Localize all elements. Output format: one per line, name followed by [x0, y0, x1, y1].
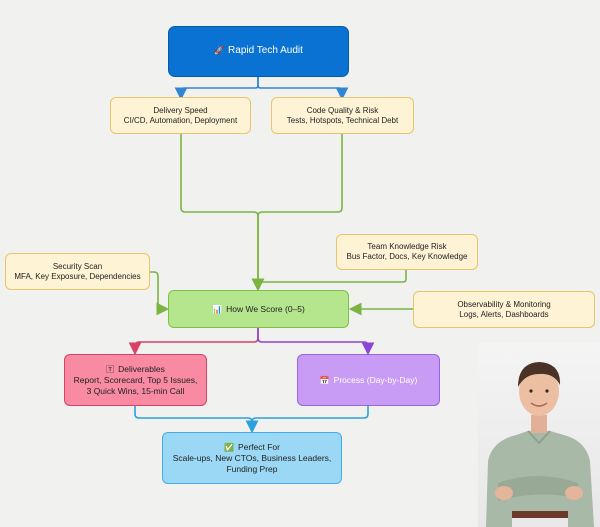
person-photo — [478, 343, 600, 527]
edge-score-process — [257, 328, 375, 356]
edge-deliverables-perfect — [134, 406, 259, 434]
node-subtitle: Logs, Alerts, Dashboards — [459, 309, 549, 319]
edge-audit-quality — [257, 77, 349, 101]
node-subtitle: Scale-ups, New CTOs, Business Leaders, F… — [172, 452, 332, 474]
edge-score-deliverables — [128, 328, 259, 356]
node-perfect-for: ✅Perfect For Scale-ups, New CTOs, Busine… — [162, 432, 342, 484]
rocket-icon: 🚀 — [214, 46, 225, 56]
node-subtitle: CI/CD, Automation, Deployment — [123, 115, 238, 125]
node-title: Security Scan — [52, 261, 103, 271]
node-title: Rapid Tech Audit — [228, 45, 303, 57]
edge-quality-score — [251, 134, 343, 292]
calendar-icon: 📅 — [319, 375, 330, 385]
edge-audit-delivery — [174, 77, 259, 101]
node-process: 📅Process (Day-by-Day) — [297, 354, 440, 406]
edge-delivery-score — [180, 134, 265, 292]
check-icon: ✅ — [223, 442, 234, 452]
node-rapid-tech-audit: 🚀Rapid Tech Audit — [168, 26, 349, 77]
node-observability: Observability & Monitoring Logs, Alerts,… — [413, 291, 595, 328]
node-how-we-score: 📊How We Score (0–5) — [168, 290, 349, 328]
node-title: Team Knowledge Risk — [367, 242, 447, 251]
node-subtitle: Bus Factor, Docs, Key Knowledge — [346, 252, 468, 261]
node-subtitle: Tests, Hotspots, Technical Debt — [286, 115, 399, 125]
node-title: Process (Day-by-Day) — [333, 374, 418, 385]
node-title: Observability & Monitoring — [457, 299, 551, 309]
edge-knowledge-score — [251, 270, 407, 292]
node-title: Delivery Speed — [153, 105, 208, 115]
node-title: How We Score (0–5) — [226, 303, 305, 314]
person-illustration — [486, 362, 594, 527]
node-title: Perfect For — [237, 441, 280, 452]
node-subtitle: Report, Scorecard, Top 5 Issues, 3 Quick… — [73, 374, 198, 396]
edge-security-score — [150, 271, 170, 316]
node-title: Deliverables — [118, 363, 165, 374]
node-title: Code Quality & Risk — [306, 105, 379, 115]
node-subtitle: MFA, Key Exposure, Dependencies — [14, 271, 141, 281]
edge-process-perfect — [245, 406, 369, 434]
node-team-knowledge-risk: Team Knowledge Risk Bus Factor, Docs, Ke… — [336, 234, 478, 270]
node-code-quality: Code Quality & Risk Tests, Hotspots, Tec… — [271, 97, 414, 134]
node-security-scan: Security Scan MFA, Key Exposure, Depende… — [5, 253, 150, 290]
node-delivery-speed: Delivery Speed CI/CD, Automation, Deploy… — [110, 97, 251, 134]
bar-chart-icon: 📊 — [212, 304, 223, 314]
t-icon: 🅃 — [106, 364, 115, 374]
